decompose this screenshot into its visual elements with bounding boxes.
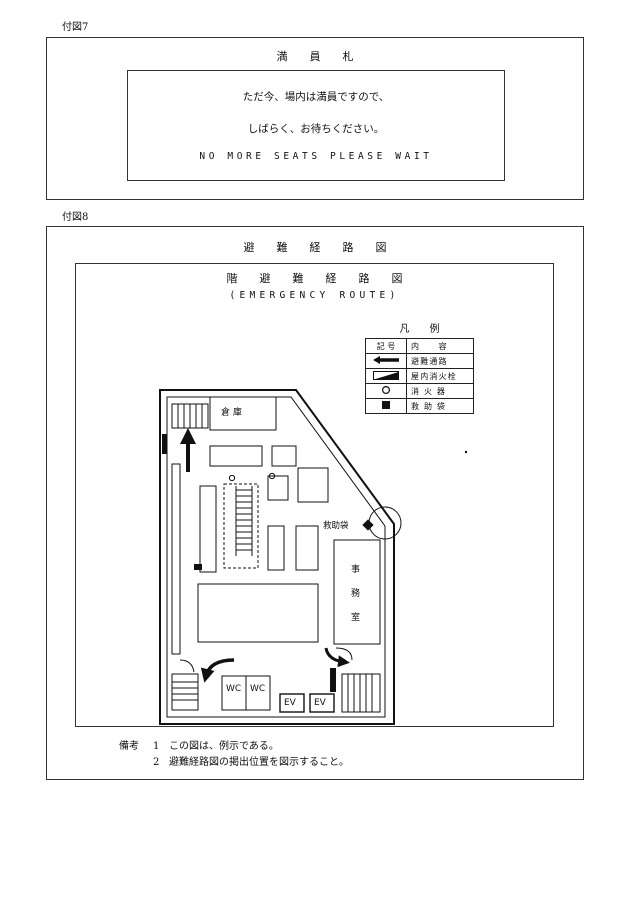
- room-g: [295, 525, 319, 571]
- note-number: 2: [153, 757, 160, 768]
- storage-label: 倉 庫: [221, 408, 242, 418]
- room-c: [267, 475, 289, 501]
- stair-bottom-right: [341, 673, 381, 713]
- room-d: [297, 467, 329, 503]
- room-e: [199, 485, 217, 573]
- full-house-sign: ただ今、場内は満員ですので、 しばらく、お待ちください。 NO MORE SEA…: [127, 70, 505, 181]
- legend-row: 消 火 器: [365, 383, 474, 399]
- rescue-bag-label: 救助袋: [323, 521, 349, 531]
- office-label-1: 事: [351, 565, 361, 575]
- note-number: 1: [153, 741, 160, 752]
- note-line-2: 2 避難経路図の掲出位置を図示すること。: [119, 755, 349, 771]
- note-text: この図は、例示である。: [169, 741, 279, 752]
- route-map-panel: 階 避 難 経 路 図 (EMERGENCY ROUTE) 凡 例 記 号 内 …: [75, 263, 554, 727]
- room-f: [267, 525, 285, 571]
- door-arc: [335, 647, 353, 661]
- ev-label-1: EV: [284, 698, 296, 708]
- ev-box-2: [309, 693, 335, 713]
- ev-box-1: [279, 693, 305, 713]
- office-label-2: 務: [351, 589, 361, 599]
- sign-english: NO MORE SEATS PLEASE WAIT: [199, 151, 433, 162]
- building-outer-wall: [159, 389, 395, 725]
- legend-desc: 救 助 袋: [406, 398, 474, 414]
- wc-label-2: WC: [250, 684, 266, 694]
- office-label-3: 室: [351, 613, 361, 623]
- note-line-1: 備考 1 この図は、例示である。: [119, 739, 349, 755]
- sign-line-2: しばらく、お待ちください。: [247, 123, 385, 135]
- corridor-left: [171, 463, 181, 655]
- legend-title: 凡 例: [399, 324, 440, 335]
- notes-label: 備考: [119, 741, 139, 752]
- extinguisher-2: [268, 472, 276, 480]
- legend: 凡 例 記 号 内 容 避難通路 屋内消火栓: [365, 320, 474, 414]
- evac-arrow-curve-left: [200, 658, 235, 683]
- wc-room-2: [245, 675, 271, 711]
- main-hall: [197, 583, 319, 643]
- room-a: [209, 445, 263, 467]
- fire-hydrant-icon: [365, 368, 407, 384]
- route-map-title: 階 避 難 経 路 図: [226, 272, 403, 285]
- ev-label-2: EV: [314, 698, 326, 708]
- figure8-frame: 避 難 経 路 図 階 避 難 経 路 図 (EMERGENCY ROUTE) …: [46, 226, 584, 780]
- figure8-title: 避 難 経 路 図: [243, 241, 387, 254]
- figure8-label: 付図8: [62, 212, 89, 223]
- hydrant-left: [162, 434, 167, 454]
- route-map-subtitle: (EMERGENCY ROUTE): [229, 290, 400, 301]
- office-room: [333, 539, 381, 645]
- evac-arrow-curve-right: [324, 647, 350, 668]
- note-text: 避難経路図の掲出位置を図示すること。: [169, 757, 349, 768]
- door-arc: [179, 659, 195, 673]
- stair-center: [223, 483, 259, 569]
- legend-row: 救 助 袋: [365, 398, 474, 414]
- wc-label-1: WC: [226, 684, 242, 694]
- legend-table: 記 号 内 容 避難通路 屋内消火栓: [365, 338, 474, 414]
- corner-mark: [464, 450, 468, 454]
- floor-plan: [159, 389, 468, 725]
- room-b: [271, 445, 297, 467]
- sign-line-1: ただ今、場内は満員ですので、: [242, 91, 390, 103]
- hydrant-mid: [194, 564, 202, 570]
- notes: 備考 1 この図は、例示である。 2 避難経路図の掲出位置を図示すること。: [119, 739, 349, 771]
- hydrant-bottom-right: [330, 668, 336, 692]
- storage-room: [209, 396, 277, 431]
- rescue-bag-marker: [362, 519, 374, 531]
- figure7-frame: 満 員 札 ただ今、場内は満員ですので、 しばらく、お待ちください。 NO MO…: [46, 37, 584, 200]
- figure7-title: 満 員 札: [276, 50, 354, 63]
- extinguisher-1: [228, 474, 236, 482]
- stair-bottom-left: [171, 673, 199, 711]
- figure7-label: 付図7: [62, 22, 89, 33]
- legend-header-row: 記 号 内 容: [365, 338, 474, 354]
